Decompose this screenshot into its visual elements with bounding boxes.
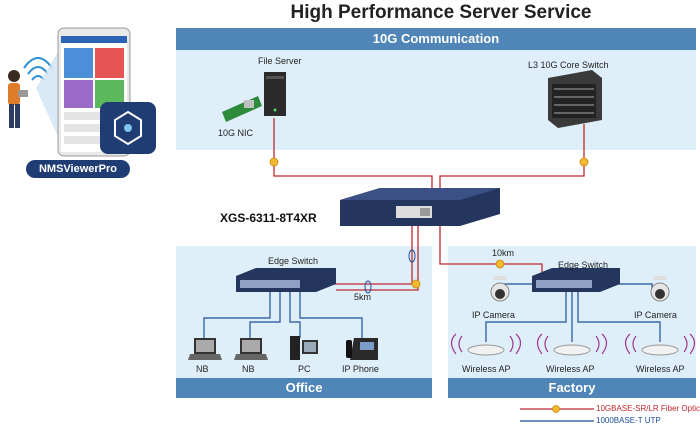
wireless-ap-icon-1 bbox=[450, 333, 522, 356]
page-title: High Performance Server Service bbox=[290, 2, 592, 23]
planet-app-logo bbox=[100, 102, 156, 154]
ip-camera-icon-left bbox=[490, 276, 510, 302]
main-switch-label: XGS-6311-8T4XR bbox=[220, 211, 317, 225]
nb-label-1: NB bbox=[196, 364, 209, 374]
laptop-icon-2 bbox=[234, 338, 268, 360]
pc-icon bbox=[290, 336, 318, 360]
legend-fiber-line bbox=[520, 405, 594, 413]
ip-camera-left-label: IP Camera bbox=[472, 310, 515, 320]
nic-label: 10G NIC bbox=[218, 128, 254, 138]
cable-bundle-ring bbox=[408, 249, 416, 263]
edge-switch-factory-label: Edge Switch bbox=[558, 260, 609, 270]
signal-beam bbox=[36, 42, 64, 150]
app-name-badge: NMSViewerPro bbox=[26, 160, 130, 178]
wireless-ap-label-2: Wireless AP bbox=[546, 364, 595, 374]
zone-office-label: Office bbox=[176, 378, 432, 398]
distance-factory-label: 10km bbox=[492, 248, 515, 258]
legend-fiber-label: 10GBASE-SR/LR Fiber Optic bbox=[596, 404, 700, 413]
person-icon bbox=[8, 70, 28, 128]
nb-label-2: NB bbox=[242, 364, 255, 374]
core-switch-label: L3 10G Core Switch bbox=[528, 60, 609, 70]
fiber-links bbox=[273, 118, 585, 291]
legend-utp-label: 1000BASE-T UTP bbox=[596, 416, 661, 425]
file-server-icon bbox=[264, 72, 286, 116]
edge-switch-office-label: Edge Switch bbox=[268, 256, 319, 266]
zone-factory-label: Factory bbox=[448, 378, 696, 398]
core-switch-icon bbox=[548, 70, 602, 128]
ip-camera-icon-right bbox=[650, 276, 670, 302]
edge-switch-factory-icon bbox=[532, 268, 620, 292]
zone-10g-label: 10G Communication bbox=[176, 28, 696, 50]
wireless-ap-label-1: Wireless AP bbox=[462, 364, 511, 374]
wireless-ap-label-3: Wireless AP bbox=[636, 364, 685, 374]
ip-camera-right-label: IP Camera bbox=[634, 310, 677, 320]
utp-links-office bbox=[203, 292, 363, 338]
nic-card-icon bbox=[222, 96, 262, 122]
distance-office-label: 5km bbox=[354, 292, 372, 302]
ip-phone-label: IP Phone bbox=[342, 364, 379, 374]
wireless-ap-icon-3 bbox=[624, 333, 696, 356]
cable-bundle-ring-office bbox=[364, 280, 372, 294]
wireless-ap-icon-2 bbox=[536, 333, 608, 356]
pc-label: PC bbox=[298, 364, 311, 374]
fiber-markers bbox=[269, 157, 589, 289]
laptop-icon-1 bbox=[188, 338, 222, 360]
main-switch-icon bbox=[340, 188, 500, 226]
edge-switch-office-icon bbox=[236, 268, 336, 292]
ip-phone-icon bbox=[346, 338, 378, 360]
file-server-label: File Server bbox=[258, 56, 302, 66]
